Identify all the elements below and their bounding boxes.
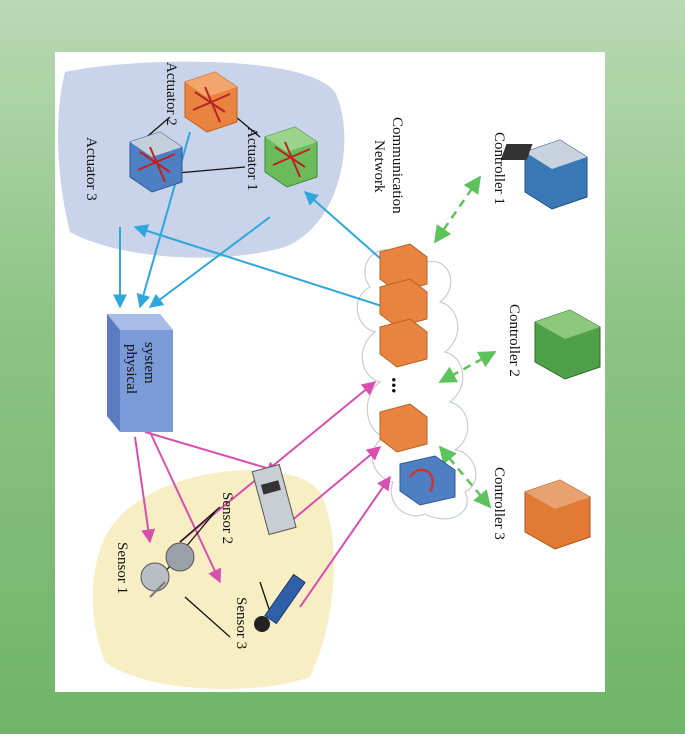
actuator-1-icon bbox=[264, 126, 318, 188]
controller-links bbox=[433, 175, 497, 509]
sensor-2-icon bbox=[251, 463, 297, 536]
physical-system bbox=[107, 314, 173, 432]
actuator-3-icon bbox=[129, 131, 183, 193]
actuator-3-label: Actuator 3 bbox=[83, 137, 99, 201]
network-node-icon bbox=[379, 403, 428, 453]
controller-3-icon bbox=[524, 479, 591, 550]
network-node-icon bbox=[379, 243, 428, 293]
network-node-icon bbox=[379, 278, 428, 328]
controller-1-label: Controller 1 bbox=[491, 132, 507, 205]
sensor-2-label: Sensor 2 bbox=[219, 492, 235, 544]
actuator-region bbox=[58, 61, 345, 258]
network-ellipsis: ... bbox=[387, 377, 412, 394]
physical-system-label-1: physical bbox=[123, 344, 139, 394]
network-nodes bbox=[379, 243, 456, 506]
controller-2-label: Controller 2 bbox=[506, 304, 522, 377]
physical-system-label-2: system bbox=[141, 342, 157, 384]
actuator-2-label: Actuator 2 bbox=[163, 62, 179, 126]
network-label-2: Network bbox=[371, 140, 387, 193]
networked-control-diagram: Actuator 2 Actuator 1 Actuator 3 physica… bbox=[58, 61, 601, 689]
sensor-3-label: Sensor 3 bbox=[233, 597, 249, 649]
actuator-2-icon bbox=[184, 71, 238, 133]
controller-3-label: Controller 3 bbox=[491, 467, 507, 540]
sensor-1-icon bbox=[140, 542, 195, 598]
network-router-icon bbox=[399, 455, 456, 506]
sensor-1-label: Sensor 1 bbox=[114, 542, 130, 594]
controller-1-icon bbox=[500, 139, 588, 210]
network-label-1: Communication bbox=[389, 117, 405, 214]
actuator-1-label: Actuator 1 bbox=[244, 127, 260, 191]
diagram-frame: Actuator 2 Actuator 1 Actuator 3 physica… bbox=[55, 52, 605, 692]
controller-2-icon bbox=[534, 309, 601, 380]
sensor-3-icon bbox=[254, 573, 306, 632]
network-node-icon bbox=[379, 318, 428, 368]
